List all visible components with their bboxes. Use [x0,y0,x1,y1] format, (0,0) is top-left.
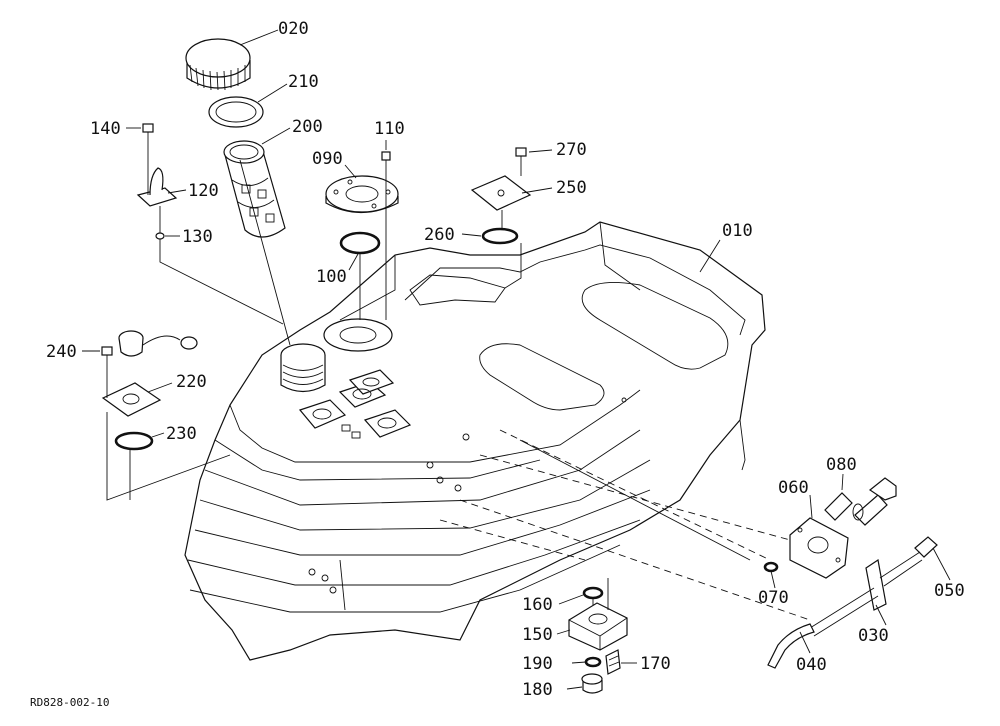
label-070: 070 [758,588,789,608]
bolt-170 [605,649,621,675]
strainer-200 [223,140,286,238]
clamp-120 [136,167,178,207]
label-020: 020 [278,19,309,39]
o-ring-230 [114,431,154,451]
label-130: 130 [182,227,213,247]
label-220: 220 [176,372,207,392]
label-040: 040 [796,655,827,675]
label-120: 120 [188,181,219,201]
hose-040 [767,623,815,669]
gauge-sensor [118,330,198,357]
label-180: 180 [522,680,553,700]
label-170: 170 [640,654,671,674]
label-240: 240 [46,342,77,362]
plate-250 [470,175,532,211]
label-200: 200 [292,117,323,137]
flange-060 [789,517,849,579]
gasket-210 [208,96,264,128]
label-100: 100 [316,267,347,287]
bolt-270 [515,147,527,168]
label-010: 010 [722,221,753,241]
plug-180 [581,673,603,694]
washer-130 [155,232,165,240]
label-190: 190 [522,654,553,674]
label-270: 270 [556,140,587,160]
drawing-code: RD828-002-10 [30,696,109,709]
label-030: 030 [858,626,889,646]
o-ring-260 [481,227,519,245]
label-050: 050 [934,581,965,601]
bolt-110 [381,151,391,172]
leader-lines [82,29,951,690]
label-250: 250 [556,178,587,198]
fuel-tank-010 [184,221,766,661]
label-210: 210 [288,72,319,92]
flange-090 [325,175,399,213]
label-230: 230 [166,424,197,444]
o-ring-070 [763,561,779,573]
elbow-050 [914,536,938,558]
label-260: 260 [424,225,455,245]
pipe-030 [809,551,923,637]
assembly-guide-lines [106,145,811,621]
o-ring-190 [584,656,602,668]
fitting-080 [824,477,897,526]
label-160: 160 [522,595,553,615]
label-060: 060 [778,478,809,498]
part-labels: 020 210 200 140 120 130 110 090 100 270 … [46,19,965,700]
label-150: 150 [522,625,553,645]
bolt-140 [142,123,154,145]
plate-220 [101,382,162,417]
label-080: 080 [826,455,857,475]
label-110: 110 [374,119,405,139]
label-140: 140 [90,119,121,139]
o-ring-100 [339,231,381,255]
filler-cap-020 [185,38,251,91]
label-090: 090 [312,149,343,169]
o-ring-160 [582,586,604,600]
block-150 [568,602,628,651]
bolt-240 [101,346,113,368]
